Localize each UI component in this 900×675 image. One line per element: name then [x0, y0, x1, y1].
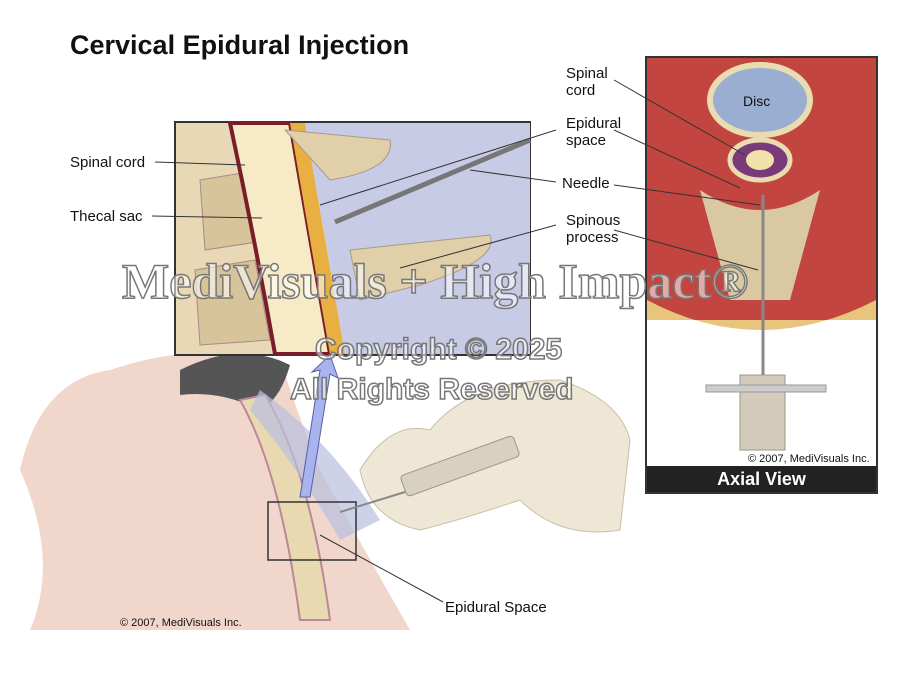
leader-lines: [151, 79, 761, 603]
watermark-line-2: Copyright © 2025: [314, 332, 563, 367]
label-line: process: [566, 229, 619, 246]
syringe-needle: [339, 491, 406, 513]
label-epidural-space-bottom: Epidural Space: [445, 599, 547, 616]
detail-box: [267, 501, 357, 561]
label-line: Spinal: [566, 65, 608, 82]
label-spinal-cord: Spinal cord: [70, 154, 146, 171]
page-title: Cervical Epidural Injection: [70, 30, 410, 60]
label-line: space: [566, 132, 607, 149]
copyright-axial: © 2007, MediVisuals Inc.: [748, 453, 870, 465]
spinous-process-upper: [283, 129, 391, 181]
label-line: cord: [566, 82, 596, 99]
label-line: Spinous: [566, 212, 621, 229]
copyright-main: © 2007, MediVisuals Inc.: [120, 617, 242, 629]
epidural-fat: [290, 123, 345, 354]
spinous-process-lower: [349, 234, 492, 301]
disc: [707, 62, 813, 138]
axial-view-caption: Axial View: [717, 469, 806, 489]
label-line: Epidural: [566, 115, 622, 132]
syringe: [400, 435, 520, 497]
label-thecal-sac: Thecal sac: [70, 208, 143, 225]
label-disc: Disc: [743, 93, 771, 109]
watermark-line-3: All Rights Reserved: [289, 372, 574, 407]
zoom-arrow: [299, 354, 339, 498]
needle-inset: [334, 137, 531, 225]
watermark-line-1: MediVisuals + High Impact®: [121, 252, 749, 310]
label-needle: Needle: [562, 175, 610, 192]
